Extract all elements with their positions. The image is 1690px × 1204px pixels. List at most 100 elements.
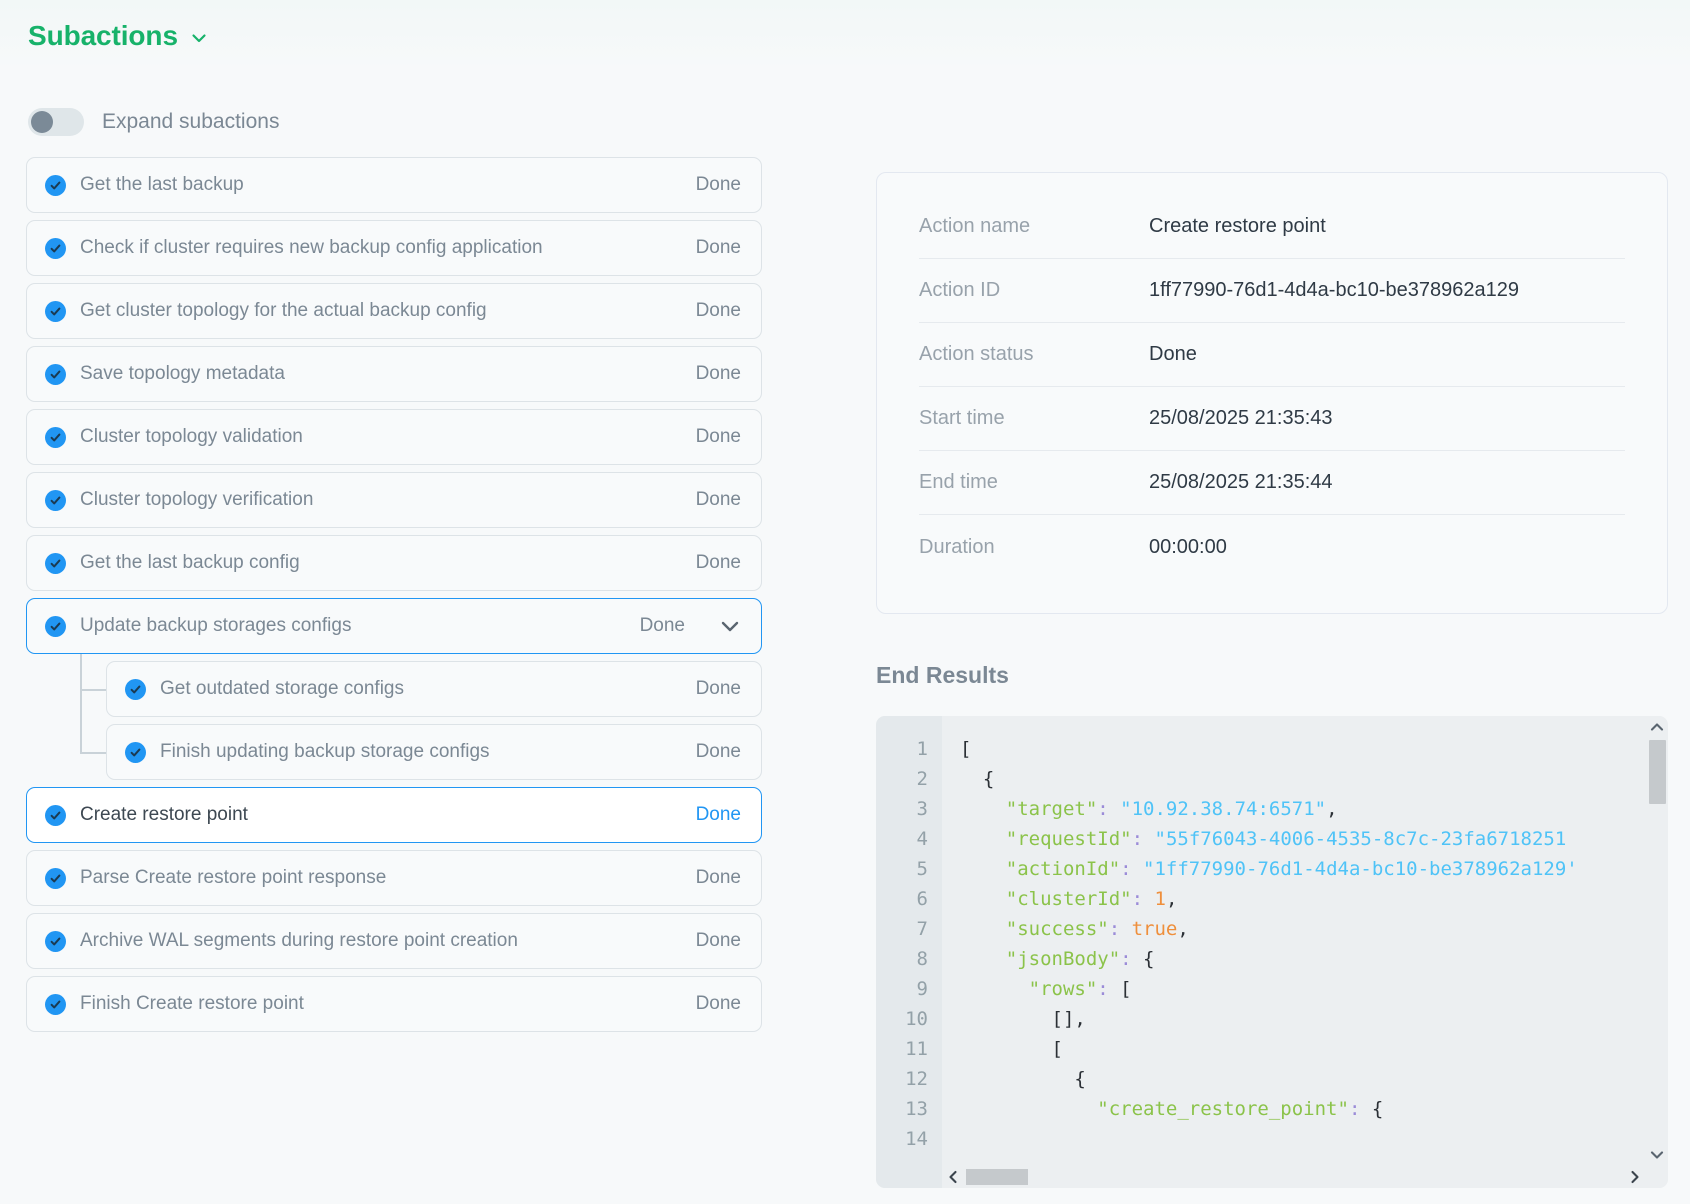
subaction-name: Get outdated storage configs [160,678,404,699]
code-line-number: 4 [916,828,928,850]
subaction-status: Done [695,363,741,384]
check-circle-icon [45,426,66,448]
detail-key: End time [919,471,998,493]
detail-key: Action ID [919,279,1001,301]
detail-key: Start time [919,407,1005,429]
subaction-row[interactable]: Get the last backup config Done [26,535,762,591]
chevron-down-icon[interactable] [1646,1144,1668,1166]
chevron-down-icon[interactable] [190,29,208,47]
detail-value: 25/08/2025 21:35:43 [1149,407,1333,429]
code-line-number: 9 [916,978,928,1000]
tree-connector-vertical [80,654,82,752]
code-line-number: 3 [916,798,928,820]
check-circle-icon [45,993,66,1015]
subaction-status: Done [695,993,741,1014]
subaction-row[interactable]: Get the last backup Done [26,157,762,213]
subaction-name: Update backup storages configs [80,615,352,636]
vertical-scrollbar[interactable] [1646,716,1668,1188]
code-line: [], [1051,1008,1086,1030]
expand-subactions-row: Expand subactions [28,108,279,136]
scrollbar-corner [1646,1166,1668,1188]
horizontal-scrollbar[interactable] [942,1166,1646,1188]
check-circle-icon [125,741,146,763]
check-circle-icon [45,174,66,196]
subaction-status: Done [695,489,741,510]
code-line: "actionId": "1ff77990-76d1-4d4a-bc10-be3… [1005,858,1578,880]
detail-key: Action name [919,215,1031,237]
subaction-name: Get the last backup [80,174,244,195]
subaction-name: Get the last backup config [80,552,300,573]
end-results-title: End Results [876,662,1009,688]
code-line-number: 13 [905,1098,928,1120]
code-line-number: 10 [905,1008,928,1030]
detail-row: End time 25/08/2025 21:35:44 [919,451,1625,515]
code-line: "target": "10.92.38.74:6571", [1005,798,1338,820]
subaction-name: Get cluster topology for the actual back… [80,300,487,321]
code-line: "rows": [ [1028,978,1132,1000]
subaction-status: Done [695,300,741,321]
subaction-name: Cluster topology validation [80,426,303,447]
code-line: "jsonBody": { [1005,948,1155,970]
code-line: "success": true, [1005,918,1189,940]
code-line: [ [1051,1038,1063,1060]
chevron-left-icon[interactable] [942,1166,964,1188]
tree-connector-horizontal [80,689,106,691]
subaction-status: Done [695,804,741,825]
code-line-number: 8 [916,948,928,970]
chevron-down-icon[interactable] [719,615,741,637]
code-content[interactable]: [ { "target": "10.92.38.74:6571", "reque… [942,716,1668,1188]
vertical-scroll-thumb[interactable] [1649,740,1666,804]
check-circle-icon [45,930,66,952]
code-line: { [982,768,995,790]
code-line: { [1074,1068,1086,1090]
page-header[interactable]: Subactions [28,22,208,50]
subaction-status: Done [695,237,741,258]
expand-subactions-toggle[interactable] [28,108,84,136]
detail-row: Action name Create restore point [919,195,1625,259]
subaction-status: Done [695,174,741,195]
horizontal-scroll-thumb[interactable] [966,1169,1028,1185]
subaction-status: Done [695,552,741,573]
check-circle-icon [125,678,146,700]
detail-key: Duration [919,535,995,558]
detail-value: Done [1149,343,1197,365]
check-circle-icon [45,489,66,511]
code-line: "create_restore_point": { [1097,1098,1384,1120]
detail-value: 25/08/2025 21:35:44 [1149,471,1333,493]
detail-key: Action status [919,343,1034,365]
subaction-row[interactable]: Check if cluster requires new backup con… [26,220,762,276]
code-line-number: 14 [905,1128,928,1150]
chevron-up-icon[interactable] [1646,716,1668,738]
code-line-number: 6 [916,888,928,910]
code-line-number: 12 [905,1068,928,1090]
check-circle-icon [45,804,66,826]
code-line-number: 11 [905,1038,928,1060]
check-circle-icon [45,363,66,385]
subaction-row[interactable]: Get cluster topology for the actual back… [26,283,762,339]
code-line-number: 7 [916,918,928,940]
detail-value: 00:00:00 [1149,535,1227,558]
detail-value: 1ff77990-76d1-4d4a-bc10-be378962a129 [1149,279,1519,301]
subaction-name: Finish updating backup storage configs [160,741,490,762]
chevron-right-icon[interactable] [1624,1166,1646,1188]
subaction-row[interactable]: Archive WAL segments during restore poin… [26,913,762,969]
check-circle-icon [45,615,66,637]
subaction-status: Done [695,930,741,951]
detail-row: Start time 25/08/2025 21:35:43 [919,387,1625,451]
code-line [960,1124,1668,1154]
check-circle-icon [45,237,66,259]
detail-value: Create restore point [1149,215,1326,237]
